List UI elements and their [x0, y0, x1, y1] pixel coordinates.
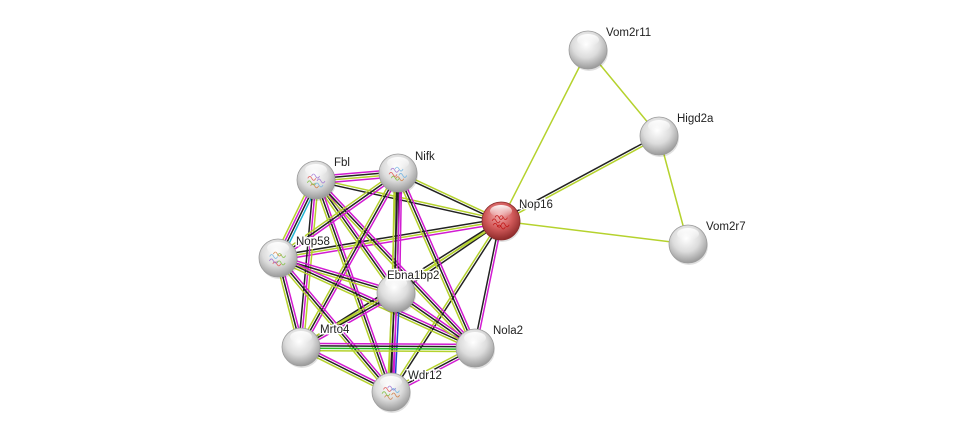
edge-line-coexpression [277, 257, 476, 349]
node-ebna1bp2[interactable]: Ebna1bp2 [376, 269, 441, 314]
node-highlight [577, 34, 599, 46]
edge-line-textmining [395, 173, 474, 350]
edge-line-textmining [300, 349, 476, 353]
edge-line-textmining [389, 219, 501, 393]
edge-line-coexpression [300, 172, 399, 348]
edge-line-experiments [302, 173, 401, 349]
edge-fbl-wdr12[interactable] [312, 178, 395, 394]
node-label: Nola2 [493, 325, 523, 337]
edge-nop16-nola2[interactable] [473, 220, 503, 349]
edge-line-coexpression [276, 217, 502, 257]
edge-line-coexpression [499, 134, 660, 221]
edge-nifk-mrto4[interactable] [298, 171, 401, 349]
edge-line-textmining [312, 180, 390, 394]
node-highlight [677, 228, 699, 240]
edge-mrto4-nola2[interactable] [300, 342, 476, 353]
edge-line-experiments [317, 177, 399, 293]
edge-line-textmining [500, 136, 661, 223]
node-highlight [267, 242, 289, 254]
edge-nop16-vom2r11[interactable] [500, 49, 589, 222]
node-label: Nop16 [519, 199, 553, 211]
node-label: Fbl [334, 157, 350, 169]
edge-nop16-nop58[interactable] [276, 217, 503, 262]
edge-line-textmining [500, 220, 689, 245]
edge-line-textmining [315, 178, 503, 221]
node-highlight [380, 376, 402, 388]
edge-nop16-vom2r7[interactable] [500, 220, 689, 245]
edge-line-textmining [313, 180, 395, 296]
edge-line-coexpression [315, 179, 397, 294]
node-highlight [385, 277, 407, 289]
edge-nop16-wdr12[interactable] [389, 219, 503, 394]
edge-line-experiments [277, 254, 398, 292]
edge-line-coexpression [315, 179, 392, 393]
node-nola2[interactable]: Nola2 [455, 324, 525, 369]
node-vom2r7[interactable]: Vom2r7 [668, 220, 747, 265]
node-nifk[interactable]: Nifk [378, 150, 437, 194]
edge-line-textmining [298, 171, 397, 347]
node-label: Mrto4 [320, 324, 350, 336]
protein-structure-icon [306, 173, 326, 189]
edge-line-textmining [313, 180, 475, 351]
edge-line-experiments [300, 342, 476, 346]
node-label: Wdr12 [408, 370, 442, 382]
edge-line-coexpression [397, 172, 476, 349]
node-highlight [305, 164, 327, 176]
edge-line-experiments [317, 178, 395, 392]
edge-line-experiments [278, 174, 401, 261]
edge-line-experiments [475, 220, 503, 349]
node-fbl[interactable]: Fbl [296, 156, 351, 201]
edge-line-experiments [277, 222, 503, 262]
node-highlight [387, 157, 409, 169]
edge-line-textmining [302, 179, 320, 348]
node-label: Higd2a [677, 113, 714, 125]
node-highlight [648, 120, 670, 132]
edge-line-coexpression [473, 220, 501, 349]
edge-line-coexpression [300, 345, 476, 348]
node-higd2a[interactable]: Higd2a [639, 112, 716, 157]
node-mrto4[interactable]: Mrto4 [281, 323, 352, 368]
edge-line-textmining [500, 49, 589, 222]
edge-line-coexpression [395, 221, 503, 295]
edge-line-neighborhood [300, 347, 476, 350]
edge-line-experiments [398, 172, 403, 294]
edge-nop16-higd2a[interactable] [499, 134, 661, 223]
edge-line-coexpression [391, 220, 503, 394]
node-highlight [464, 332, 486, 344]
node-label: Ebna1bp2 [387, 270, 439, 282]
node-nop16[interactable]: Nop16 [481, 198, 554, 242]
node-wdr12[interactable]: Wdr12 [371, 369, 443, 413]
edge-line-textmining [275, 170, 398, 257]
edge-nifk-nop58[interactable] [275, 170, 401, 261]
node-label: Vom2r11 [606, 27, 651, 39]
node-label: Nifk [415, 151, 435, 163]
protein-structure-icon [381, 385, 400, 400]
edge-line-coexpression [277, 172, 399, 259]
edge-line-experiments [300, 179, 317, 348]
node-vom2r11[interactable]: Vom2r11 [568, 26, 653, 71]
edge-line-experiments [399, 171, 478, 348]
node-highlight [490, 205, 512, 217]
node-label: Vom2r7 [706, 221, 746, 233]
node-nop58[interactable]: Nop58 [258, 235, 331, 279]
node-label: Nop58 [296, 236, 330, 248]
edge-nifk-nola2[interactable] [395, 171, 478, 350]
node-highlight [290, 331, 312, 343]
edge-fbl-ebna1bp2[interactable] [313, 177, 399, 296]
edge-line-textmining [277, 220, 502, 259]
